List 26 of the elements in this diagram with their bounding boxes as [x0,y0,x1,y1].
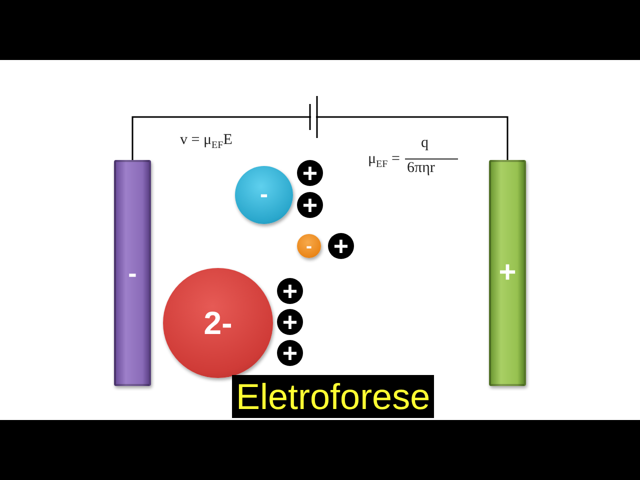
charge-label: - [260,183,268,207]
charge-label: + [333,233,349,259]
cation-ball [297,160,323,186]
numerator: q [421,135,428,152]
cation-ball [328,233,354,259]
electrode-sign: + [498,258,516,288]
cation-ball [277,278,303,304]
velocity-formula: v = μ$_{EF}$E [180,132,232,151]
charge-label: + [302,160,318,186]
charge-label: + [282,340,298,366]
electrode-sign: - [128,260,137,286]
cation-ball [277,309,303,335]
positive-electrode [489,160,526,386]
charge-label: - [306,237,312,255]
mobility-formula: μ$_{EF}$ = [368,151,400,170]
title-banner: Eletroforese [232,375,434,418]
anion-ball [297,234,321,258]
cation-ball [277,340,303,366]
negative-electrode [114,160,151,386]
charge-label: 2- [204,307,232,339]
cation-ball [297,192,323,218]
charge-label: + [302,192,318,218]
charge-label: + [282,278,298,304]
anion-ball [235,166,293,224]
charge-label: + [282,309,298,335]
denominator: 6πηr [407,160,435,177]
